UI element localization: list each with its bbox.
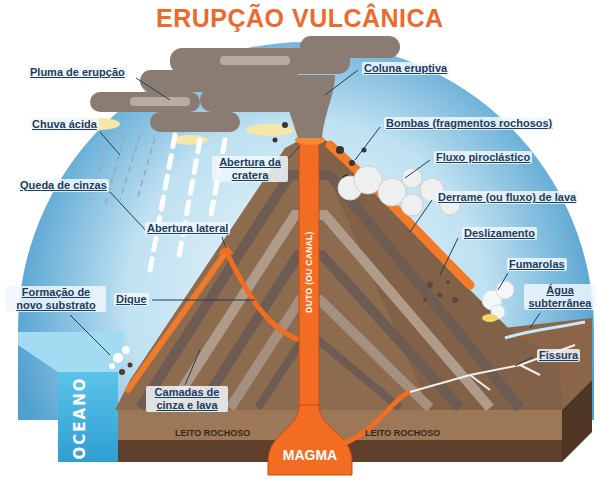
magma-label: MAGMA (283, 447, 337, 463)
callout-label: Fissura (537, 349, 580, 362)
callout-label: Coluna eruptiva (362, 62, 449, 75)
callout-label: Abertura da cratera (212, 156, 288, 182)
callout-label: Derrame (ou fluxo) de lava (436, 191, 578, 204)
callout-label: Bombas (fragmentos rochosos) (384, 117, 554, 130)
bedrock-label: LEITO ROCHOSO (365, 428, 440, 438)
callout-label: Fumarolas (507, 258, 567, 271)
callout-label: Formação de novo substrato (6, 286, 106, 312)
callout-label: Dique (114, 293, 149, 306)
callout-label: Camadas de cinza e lava (146, 386, 228, 412)
callout-label: Pluma de erupção (28, 66, 127, 79)
callout-label: Água subterrânea (524, 284, 596, 310)
callout-label: Fluxo piroclástico (434, 151, 532, 164)
callout-label: Chuva ácida (30, 118, 99, 131)
callout-label: Deslizamento (462, 227, 537, 240)
bedrock-label: LEITO ROCHOSO (175, 428, 250, 438)
ocean-label: OCEANO (71, 377, 89, 460)
duct-label: DUTO (OU CANAL) (304, 231, 314, 312)
callout-label: Abertura lateral (145, 222, 230, 235)
callout-label: Queda de cinzas (18, 179, 109, 192)
diagram-title: ERUPÇÃO VULCÂNICA (156, 4, 444, 33)
